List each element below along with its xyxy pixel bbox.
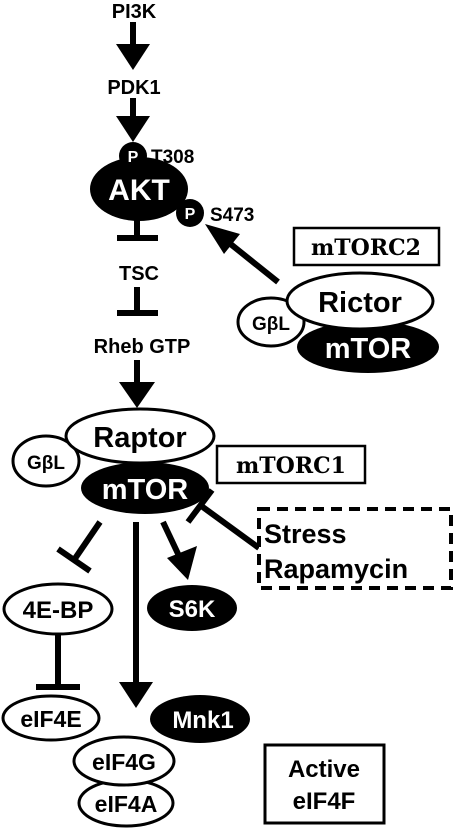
stress-label: Stress bbox=[264, 519, 347, 549]
eif4a-label: eIF4A bbox=[95, 791, 158, 817]
s6k-label: S6K bbox=[169, 596, 216, 623]
akt-label: AKT bbox=[108, 174, 170, 207]
s6k-node: S6K bbox=[147, 585, 237, 631]
t308-label: T308 bbox=[151, 147, 194, 168]
raptor-node bbox=[64, 407, 216, 465]
mtorc1-complex: GβL mTOR Raptor bbox=[11, 407, 216, 514]
phospho-s473-symbol: P bbox=[185, 206, 196, 223]
edge-tsc-inhibits-rheb bbox=[117, 287, 158, 316]
edge-stress-inhibits-mtor bbox=[185, 488, 261, 551]
mnk1-node bbox=[150, 695, 250, 743]
mtorc2-gbl-label: GβL bbox=[252, 314, 290, 335]
mtorc1-box: mTORC1 bbox=[215, 444, 367, 485]
4ebp-label: 4E-BP bbox=[23, 597, 94, 624]
4ebp-node: 4E-BP bbox=[2, 582, 114, 636]
eif4g-label: eIF4G bbox=[92, 749, 156, 775]
akt-node: AKT bbox=[90, 157, 188, 221]
raptor-label: Raptor bbox=[93, 422, 186, 454]
phospho-t308-symbol: P bbox=[128, 149, 139, 166]
edge-mtorc2-s473 bbox=[205, 224, 280, 285]
edge-mtor-eif4g bbox=[119, 522, 153, 708]
rictor-label: Rictor bbox=[318, 287, 402, 319]
mtorc1-mtor-label: mTOR bbox=[102, 474, 189, 506]
active-eif4f-box: Active eIF4F bbox=[263, 743, 386, 825]
pdk1-label: PDK1 bbox=[107, 77, 160, 99]
edge-mtor-s6k bbox=[160, 520, 197, 580]
edge-4ebp-inhibits-eif4e bbox=[36, 635, 80, 690]
eif4e-label: eIF4E bbox=[20, 706, 81, 732]
eif4e-node bbox=[1, 694, 101, 742]
mtorc2-mtor-node bbox=[297, 321, 439, 373]
rheb-gtp-label: Rheb GTP bbox=[94, 336, 191, 358]
rapamycin-label: Rapamycin bbox=[264, 554, 408, 584]
mtorc1-mtor-node bbox=[81, 462, 209, 514]
mtorc2-box: mTORC2 bbox=[292, 226, 441, 267]
mnk1-label: Mnk1 bbox=[172, 707, 233, 734]
eif4f-label: eIF4F bbox=[293, 788, 356, 815]
rictor-node bbox=[285, 271, 435, 331]
active-label: Active bbox=[288, 756, 360, 783]
edge-pdk1-akt bbox=[116, 98, 150, 142]
eif4g-node bbox=[72, 735, 176, 787]
mtorc2-mtor-label: mTOR bbox=[325, 333, 412, 365]
mtorc1-label: mTORC1 bbox=[236, 453, 346, 479]
s473-label: S473 bbox=[210, 205, 254, 226]
mtorc1-gbl-label: GβL bbox=[27, 453, 65, 474]
pi3k-label: PI3K bbox=[112, 1, 157, 23]
phospho-s473-badge: P bbox=[176, 199, 204, 227]
eif4f-complex: Mnk1 eIF4E eIF4A eIF4G bbox=[1, 694, 250, 828]
mtorc2-complex: GβL mTOR Rictor bbox=[236, 271, 439, 373]
mtorc2-label: mTORC2 bbox=[311, 235, 421, 261]
tsc-label: TSC bbox=[119, 263, 159, 285]
edge-rheb-mtorc1 bbox=[119, 360, 155, 408]
phospho-t308-badge: P bbox=[119, 142, 147, 170]
mtorc2-gbl-node bbox=[236, 296, 306, 348]
stress-rapamycin-box: Stress Rapamycin bbox=[257, 507, 453, 590]
edge-pi3k-pdk1 bbox=[116, 22, 150, 70]
edge-mtor-inhibits-4ebp bbox=[56, 520, 103, 574]
mtorc1-gbl-node bbox=[11, 434, 81, 488]
